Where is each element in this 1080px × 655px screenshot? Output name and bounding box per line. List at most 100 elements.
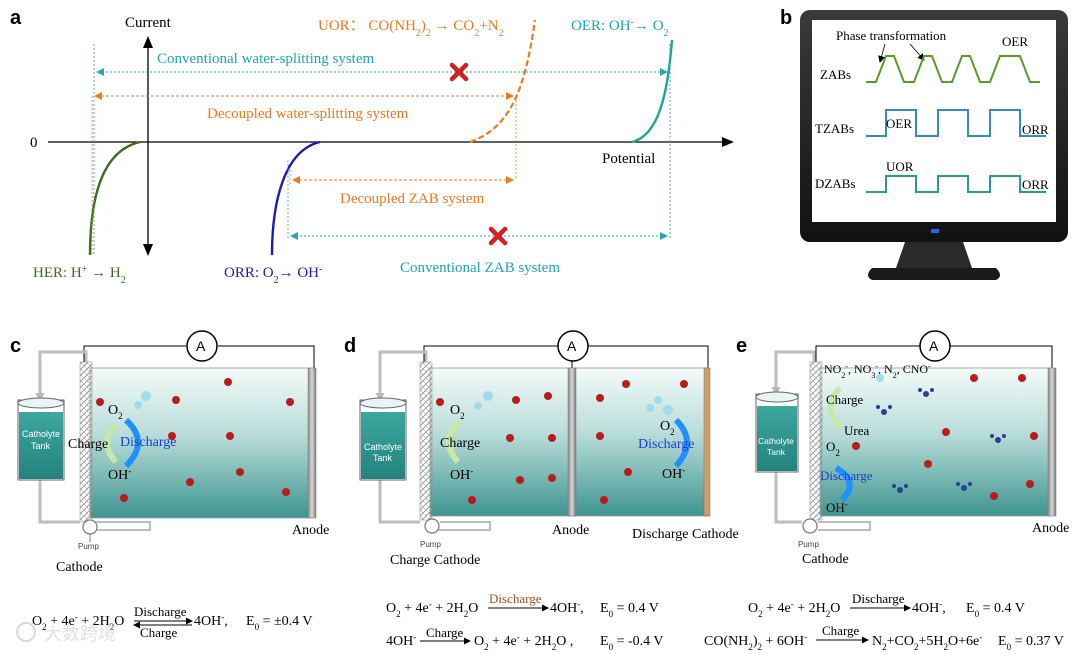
monitor-screen [812, 20, 1056, 222]
products-label: NO2-, NO3-, N2, CNO- [824, 362, 931, 380]
anode-label: Anode [552, 523, 589, 538]
pump-icon [802, 518, 818, 534]
ammeter-label: A [196, 338, 206, 354]
cathode-label: Cathode [56, 560, 103, 575]
charge-label: Charge [68, 437, 108, 452]
cross-icon-zab [488, 226, 508, 246]
panel-d: d A Catholyte Tank Pump Charge Cathode A… [344, 330, 739, 652]
discharge-arc [673, 417, 690, 469]
panel-c-label: c [10, 335, 21, 357]
urea-label: Urea [844, 423, 869, 438]
pipe-bottom-1 [378, 478, 420, 524]
ammeter-icon [186, 330, 218, 362]
equation-e1-e0: E0 = 0.4 V [966, 601, 1025, 619]
uor-curve [469, 19, 537, 144]
oer-curve [631, 39, 674, 144]
equation-d1-rhs: 4OH-, [550, 599, 584, 616]
pipe-bottom-2 [89, 521, 151, 542]
panel-e: e A Catholyte Tank Pump Cathode Anode NO… [704, 330, 1069, 652]
conv-zab-label: Conventional ZAB system [400, 260, 560, 276]
pump-label: Pump [78, 542, 99, 551]
panel-b-label: b [780, 7, 792, 29]
pipe-bottom-2 [432, 521, 491, 531]
watermark: 大数跨境 [16, 622, 116, 644]
pump-label: Pump [798, 540, 819, 549]
pipe-top [35, 350, 88, 402]
tank-text-1: Catholyte [22, 429, 60, 439]
dzabs-uor-label: UOR [886, 159, 914, 174]
oer-top-label: OER [1002, 34, 1028, 49]
decoupled-zab-label: Decoupled ZAB system [340, 191, 484, 207]
tank-top [755, 391, 799, 403]
o2-label: O2 [826, 439, 840, 458]
oh-label-right: OH- [662, 465, 685, 482]
tank-fluid [361, 412, 405, 479]
tzabs-label: TZABs [815, 121, 854, 136]
circuit-wire-right [218, 345, 315, 368]
anode-plate [307, 367, 317, 519]
equation-e1-top: Discharge [852, 591, 905, 606]
cross-icon-water-splitting [449, 62, 469, 82]
discharge-label: Discharge [638, 437, 695, 452]
equation-c-top: Discharge [134, 604, 187, 619]
pipe-bottom-1 [38, 478, 80, 524]
circuit-wire-right [950, 345, 1053, 368]
circuit-wire-left [815, 345, 920, 362]
equation-e2-e0: E0 = 0.37 V [998, 634, 1064, 652]
equation-d2: 4OH- [386, 632, 416, 649]
panel-d-label: d [344, 335, 356, 357]
tank-top [359, 397, 407, 409]
equation-e2-rhs: N2+CO2+5H2O+6e- [872, 632, 982, 652]
o2-label-right: O2 [660, 419, 675, 437]
y-axis-arrowhead-down [143, 244, 153, 256]
cathode-mesh [809, 361, 823, 521]
o2-bubble-3 [646, 404, 654, 412]
oh-label: OH- [108, 466, 131, 483]
o2-label: O2 [108, 403, 123, 421]
discharge-cathode-plate [703, 367, 711, 517]
pipe-top [771, 350, 816, 396]
monitor-base [868, 268, 1000, 280]
o2-bubble-5 [663, 405, 673, 415]
ammeter-icon [557, 330, 589, 362]
pipe-bottom-2 [818, 521, 871, 531]
cathode-label: Cathode [802, 552, 849, 567]
x-axis-label: Potential [602, 151, 655, 167]
equation-c-bottom: Charge [140, 625, 178, 640]
y-axis-label: Current [125, 15, 172, 31]
panel-e-label: e [736, 335, 747, 357]
power-led [931, 229, 939, 233]
anode-label: Anode [292, 523, 329, 538]
o2-label-left: O2 [450, 403, 465, 421]
gas-bubble [876, 374, 884, 382]
tank-fluid [757, 406, 797, 471]
o2-bubble-2 [141, 391, 151, 401]
tzabs-orr-label: ORR [1022, 122, 1049, 137]
orr-label: ORR: O2→ OH- [224, 264, 322, 286]
dzabs-label: DZABs [815, 176, 855, 191]
o2-bubble-2 [483, 391, 493, 401]
her-label: HER: H+ → H2 [33, 264, 126, 286]
charge-label: Charge [826, 392, 864, 407]
dzabs-orr-label: ORR [1022, 177, 1049, 192]
dzabs-waveform [866, 175, 1046, 193]
equation-d1: O2 + 4e- + 2H2O [386, 599, 478, 619]
discharge-cathode-label: Discharge Cathode [632, 527, 739, 542]
equation-e1: O2 + 4e- + 2H2O [748, 599, 840, 619]
o2-bubble-1 [134, 401, 142, 409]
equation-c-rhs: 4OH-, [194, 612, 228, 629]
charge-cathode-mesh [419, 361, 433, 521]
anode-plate [1047, 367, 1057, 517]
pump-icon [82, 519, 98, 535]
uor-label: UOR： CO(NH2)2 → CO2+N2 [318, 18, 504, 39]
charge-arc [828, 385, 843, 430]
equation-d1-e0: E0 = 0.4 V [600, 601, 659, 619]
charge-label: Charge [440, 436, 480, 451]
phase-pointer-2 [909, 43, 925, 61]
discharge-label: Discharge [120, 435, 177, 450]
equation-d1-top: Discharge [489, 591, 542, 606]
water-molecules [96, 378, 294, 502]
charge-arc [446, 419, 461, 465]
tank-text-1: Catholyte [364, 442, 402, 452]
